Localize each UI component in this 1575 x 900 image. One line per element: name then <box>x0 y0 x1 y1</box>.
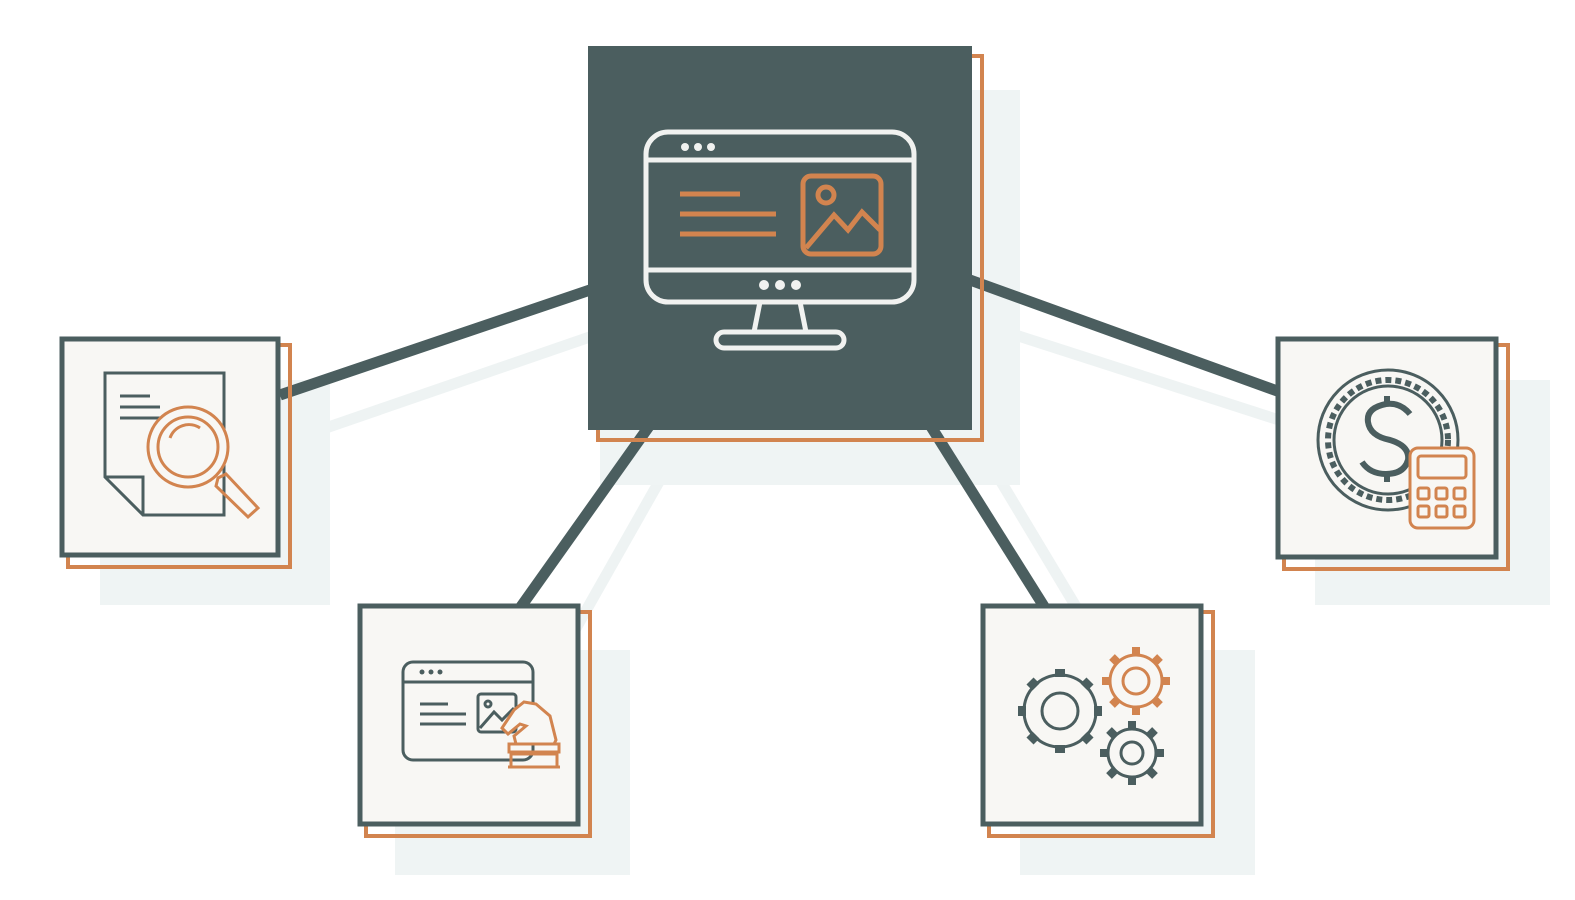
bottom-right-node <box>980 603 1215 838</box>
center-node <box>588 46 984 442</box>
browser-chess-knight-icon <box>401 660 561 769</box>
right-node <box>1275 336 1510 571</box>
connector-bottom-left <box>515 421 655 612</box>
left-node <box>59 336 292 569</box>
dollar-coin-calculator-icon <box>1316 368 1476 530</box>
bottom-left-node <box>357 603 592 838</box>
document-search-icon <box>103 371 261 520</box>
gears-icon <box>1018 647 1170 785</box>
connectors <box>278 274 1282 612</box>
connector-bottom-right <box>925 422 1050 611</box>
monitor-web-page-icon <box>643 129 917 351</box>
connector-left <box>278 284 592 401</box>
background-echo <box>318 324 1312 633</box>
connector-right <box>968 274 1282 398</box>
